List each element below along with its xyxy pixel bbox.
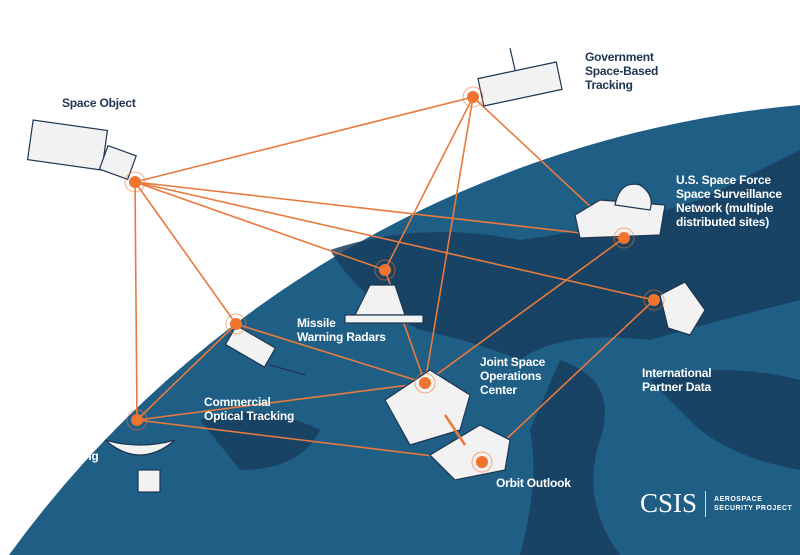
- node-space-object: [129, 176, 141, 188]
- label-line: distributed sites): [676, 215, 770, 229]
- label-line: Joint Space: [480, 355, 546, 369]
- nodes: [124, 86, 665, 473]
- node-rf: [131, 414, 143, 426]
- label-international: International Partner Data: [642, 366, 712, 394]
- node-optical: [230, 318, 242, 330]
- node-jspoc: [419, 377, 431, 389]
- label-line: Center: [480, 383, 517, 397]
- missile-radar-icon: [344, 284, 424, 324]
- label-line: RF Tracking: [32, 449, 99, 463]
- radar-site-icon: [574, 183, 666, 239]
- logo-subtitle: AEROSPACE SECURITY PROJECT: [714, 495, 792, 513]
- label-line: Optical Tracking: [204, 409, 295, 423]
- satellite-icon: [26, 119, 137, 181]
- partner-building-icon: [659, 281, 706, 336]
- label-line: Operations: [480, 369, 542, 383]
- label-line: Missile: [297, 316, 336, 330]
- label-line: International: [642, 366, 712, 380]
- logo-divider: [705, 490, 707, 517]
- label-orbit-outlook: Orbit Outlook: [496, 476, 571, 490]
- label-line: Government: [585, 50, 654, 64]
- node-ussf: [618, 232, 630, 244]
- optical-telescope-icon: [224, 324, 306, 376]
- label-line: U.S. Space Force: [676, 173, 771, 187]
- label-line: Commercial: [204, 395, 271, 409]
- node-government: [467, 91, 479, 103]
- label-line: Commercial: [32, 435, 99, 449]
- node-international: [648, 294, 660, 306]
- label-line: Tracking: [585, 78, 633, 92]
- csis-logo: CSIS AEROSPACE SECURITY PROJECT: [640, 488, 792, 519]
- label-line: Warning Radars: [297, 330, 386, 344]
- logo-word: CSIS: [640, 488, 698, 518]
- label-rf: Commercial RF Tracking: [32, 435, 99, 463]
- label-optical: Commercial Optical Tracking: [204, 395, 294, 423]
- label-line: Space-Based: [585, 64, 659, 78]
- logo-sub-line: SECURITY PROJECT: [714, 504, 793, 512]
- label-missile: Missile Warning Radars: [297, 316, 386, 344]
- label-line: Space Surveillance: [676, 187, 782, 201]
- label-space-object: Space Object: [62, 96, 136, 110]
- logo-sub-line: AEROSPACE: [714, 495, 763, 503]
- label-jspoc: Joint Space Operations Center: [480, 355, 545, 397]
- node-missile: [379, 264, 391, 276]
- label-ussf: U.S. Space Force Space Surveillance Netw…: [676, 173, 782, 229]
- node-orbit-outlook: [476, 456, 488, 468]
- operations-center-icon: [384, 369, 511, 481]
- rf-dish-icon: [104, 439, 176, 493]
- label-line: Network (multiple: [676, 201, 774, 215]
- label-line: Partner Data: [642, 380, 711, 394]
- label-government: Government Space-Based Tracking: [585, 50, 658, 92]
- space-telescope-icon: [477, 47, 563, 107]
